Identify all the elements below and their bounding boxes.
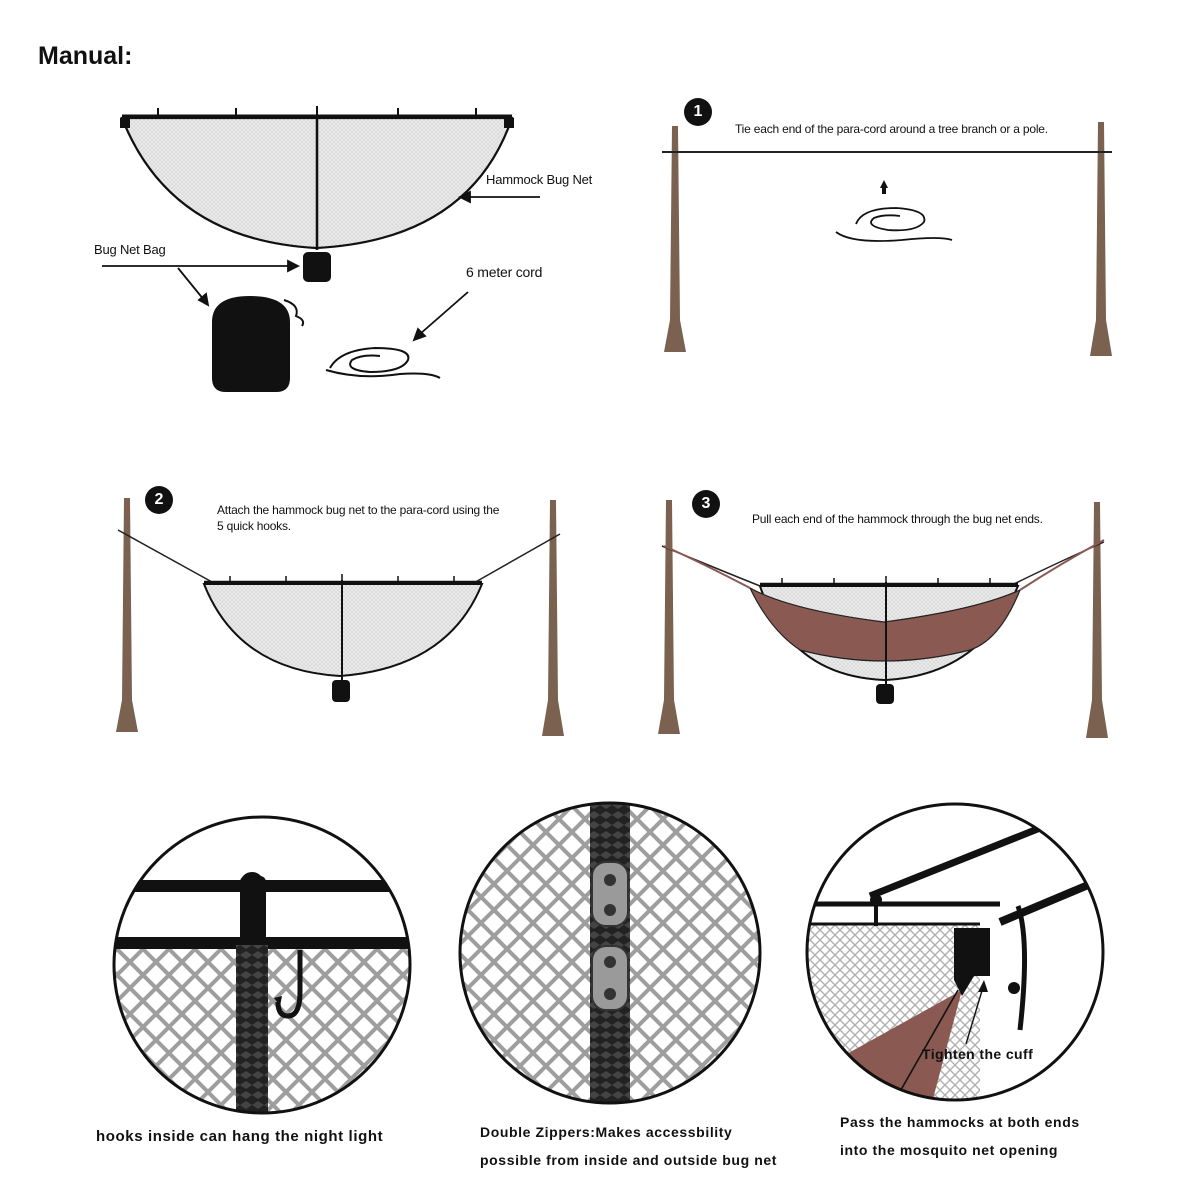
step1-text: Tie each end of the para-cord around a t…	[735, 122, 1048, 136]
zipper-caption-line2: possible from inside and outside bug net	[480, 1152, 778, 1168]
cord-coil-icon	[325, 346, 441, 379]
hooks-caption: hooks inside can hang the night light	[96, 1128, 384, 1145]
step1-illustration	[662, 122, 1112, 356]
zipper-detail-circle	[458, 801, 762, 1105]
step2-text-line1: Attach the hammock bug net to the para-c…	[217, 503, 500, 517]
cord-label: 6 meter cord	[466, 264, 543, 280]
hanging-bag-icon	[303, 252, 331, 282]
bug-net-label: Hammock Bug Net	[486, 172, 593, 187]
step2-badge: 2	[145, 486, 173, 514]
step2-illustration	[116, 498, 564, 736]
step3-illustration	[658, 500, 1108, 738]
hook-detail-circle	[112, 815, 412, 1115]
tighten-cuff-label: Tighten the cuff	[922, 1046, 1034, 1062]
page-title: Manual:	[38, 42, 133, 70]
step3-badge: 3	[692, 490, 720, 518]
bug-net-bag-label: Bug Net Bag	[94, 242, 166, 257]
step1-badge: 1	[684, 98, 712, 126]
cuff-caption-line2: into the mosquito net opening	[840, 1142, 1059, 1158]
bug-net-bag-icon	[212, 296, 305, 392]
cuff-caption-line1: Pass the hammocks at both ends	[840, 1114, 1080, 1130]
zipper-caption-line1: Double Zippers:Makes accessbility	[480, 1124, 733, 1140]
step3-text: Pull each end of the hammock through the…	[752, 512, 1043, 526]
step2-text-line2: 5 quick hooks.	[217, 519, 291, 533]
bug-net-overview	[120, 106, 514, 282]
cuff-detail-circle	[805, 802, 1105, 1102]
